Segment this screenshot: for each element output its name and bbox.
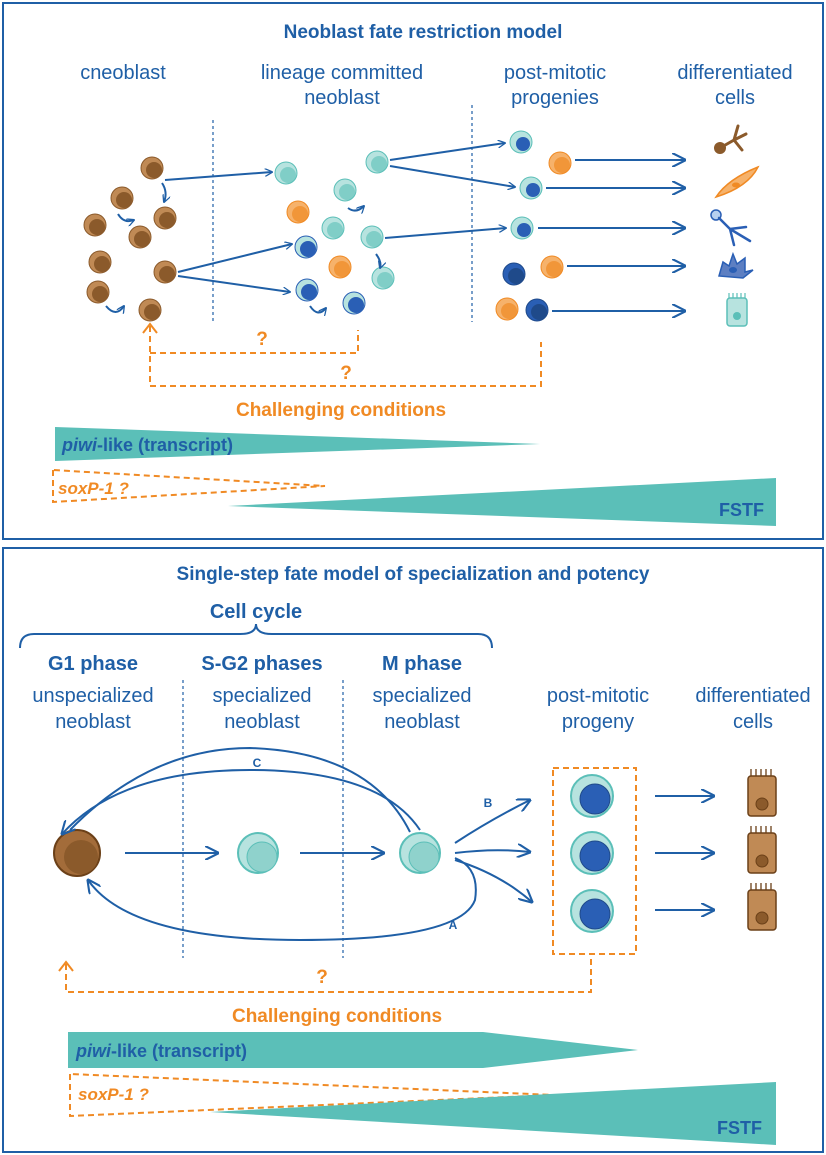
- muscle-cell-icon: [714, 165, 760, 199]
- post-mitotic-progenies: [495, 130, 572, 322]
- lineage-committed-cluster: [274, 150, 395, 314]
- top-challenging-conditions: Challenging conditions: [236, 400, 446, 421]
- top-differentiated-cells: [710, 124, 760, 327]
- bottom-feedback-arrowhead: [58, 960, 74, 972]
- progeny-cell-1: [570, 774, 614, 818]
- top-panel-border: [2, 2, 824, 540]
- unspecialized-neoblast: [53, 829, 101, 877]
- top-col-cneoblast: cneoblast: [80, 62, 166, 84]
- top-feedback-arrowhead: [142, 322, 158, 334]
- top-col-postmitotic-1: post-mitotic: [504, 62, 606, 84]
- progeny-box: [552, 767, 637, 955]
- top-soxp-bar: [52, 468, 326, 504]
- cneoblast-cluster: [83, 156, 177, 322]
- top-col-postmitotic-2: progenies: [511, 87, 599, 109]
- top-feedback-paths: [149, 326, 542, 387]
- bottom-col5-line1: differentiated: [695, 685, 810, 707]
- bottom-soxp-label: soxP-1 ?: [78, 1085, 149, 1104]
- label-a: A: [449, 918, 458, 932]
- bottom-question: ?: [316, 967, 328, 988]
- bottom-col2-line1: specialized: [213, 685, 312, 707]
- bottom-col5-line2: cells: [733, 711, 773, 733]
- neuron-like-cell-icon: [714, 124, 748, 154]
- bottom-piwi-bar: [68, 1032, 638, 1068]
- ciliated-cell-icon: [747, 883, 777, 931]
- bottom-piwi-label: piwi-like (transcript): [75, 1041, 247, 1061]
- cell-cycle-label: Cell cycle: [210, 601, 302, 623]
- epidermal-cell-icon: [718, 251, 754, 279]
- phase-g1: G1 phase: [48, 653, 138, 675]
- cell-cycle-brace: [19, 623, 493, 649]
- top-col-lineage-2: neoblast: [304, 87, 380, 109]
- specialized-neoblast-m: [399, 832, 441, 874]
- bottom-panel-border: [2, 547, 824, 1153]
- top-arrows-3: [538, 160, 685, 311]
- bottom-col3-line2: neoblast: [384, 711, 460, 733]
- top-piwi-label: piwi-like (transcript): [61, 435, 233, 455]
- bottom-col1-line2: neoblast: [55, 711, 131, 733]
- top-question-1: ?: [256, 329, 268, 350]
- bottom-col3-line1: specialized: [373, 685, 472, 707]
- top-panel-title: Neoblast fate restriction model: [284, 22, 563, 43]
- label-c: C: [253, 756, 262, 770]
- specialized-neoblast-sg2: [237, 832, 279, 874]
- phase-m: M phase: [382, 653, 462, 675]
- top-col-differentiated-1: differentiated: [677, 62, 792, 84]
- progeny-cell-2: [570, 831, 614, 875]
- progeny-to-differentiated-arrows: [655, 796, 714, 910]
- branch-arrows-b: [454, 800, 532, 902]
- bottom-col2-line2: neoblast: [224, 711, 300, 733]
- top-piwi-bar: [55, 427, 540, 461]
- bottom-soxp-bar: [69, 1072, 554, 1118]
- progeny-cell-3: [570, 889, 614, 933]
- phase-s-g2: S-G2 phases: [201, 653, 322, 675]
- top-col-differentiated-2: cells: [715, 87, 755, 109]
- bottom-col4-line1: post-mitotic: [547, 685, 649, 707]
- bottom-col1-line1: unspecialized: [32, 685, 153, 707]
- bottom-panel-title: Single-step fate model of specialization…: [177, 564, 650, 585]
- cycle-arrow-c: [62, 746, 421, 834]
- top-col-lineage-1: lineage committed: [261, 62, 423, 84]
- top-fstf-bar: [228, 478, 776, 526]
- bottom-challenging-conditions: Challenging conditions: [232, 1006, 442, 1027]
- ciliated-cell-icon: [747, 826, 777, 874]
- bottom-fstf-bar: [210, 1082, 776, 1145]
- bottom-differentiated-cells: [747, 769, 777, 931]
- top-fstf-label: FSTF: [719, 500, 764, 520]
- ciliated-cell-icon: [726, 293, 748, 327]
- branched-cell-icon: [710, 209, 752, 247]
- top-arrows-2: [384, 143, 515, 239]
- bottom-feedback-path: [65, 955, 592, 993]
- top-arrows-1: [164, 172, 292, 292]
- bottom-col4-line2: progeny: [562, 711, 634, 733]
- cycle-arrow-a: [88, 857, 477, 942]
- top-question-2: ?: [340, 363, 352, 384]
- top-soxp-label: soxP-1 ?: [58, 479, 129, 498]
- label-b: B: [484, 796, 493, 810]
- bottom-fstf-label: FSTF: [717, 1118, 762, 1138]
- ciliated-cell-icon: [747, 769, 777, 817]
